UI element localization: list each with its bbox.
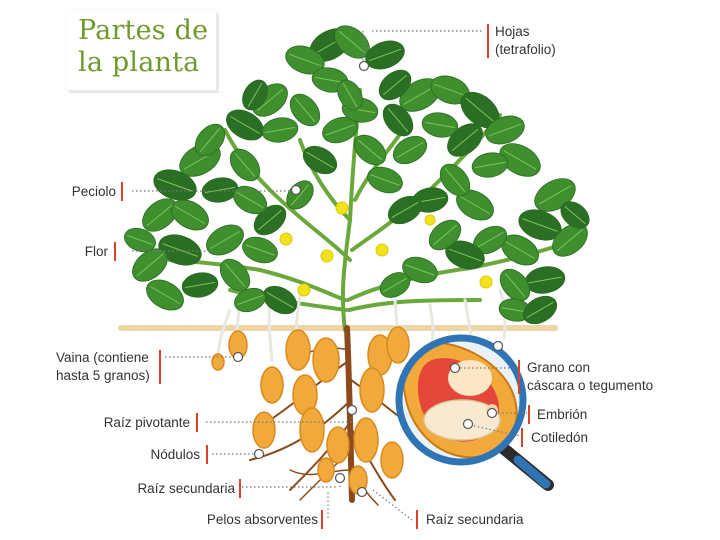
title-line-1: Partes de — [78, 15, 209, 46]
leaf-vein — [288, 53, 322, 67]
leaf-vein — [451, 128, 479, 152]
label-flor: Flor — [84, 244, 108, 259]
marker-dots — [232, 60, 504, 498]
leaf-vein — [290, 184, 310, 206]
label-embrion: Embrión — [537, 407, 588, 422]
leaf-vein — [444, 167, 466, 193]
leaf-vein — [460, 196, 490, 214]
label-cotiledon: Cotiledón — [531, 430, 589, 445]
leaf-vein — [245, 244, 275, 256]
leaf-vein — [136, 253, 164, 277]
leaf-vein — [306, 151, 334, 169]
leaf-vein — [504, 272, 526, 298]
leaf-vein — [314, 76, 346, 84]
leaf-vein — [433, 83, 467, 97]
hojas-tick — [487, 24, 489, 58]
raiz-secundaria-left-tick — [239, 479, 241, 498]
magnifier — [395, 334, 554, 491]
nodulos-tick — [206, 445, 208, 464]
leaf-vein — [210, 231, 240, 249]
leaf-vein — [505, 241, 535, 259]
leaf-vein — [150, 286, 180, 304]
leaf-vein — [204, 186, 236, 194]
flor-tick — [114, 242, 116, 261]
label-raiz-pivotante: Raíz pivotante — [103, 415, 190, 430]
leaf-vein — [175, 206, 205, 224]
leaf-vein — [405, 264, 435, 276]
leaf-vein — [357, 139, 383, 161]
vaina-tick — [159, 350, 161, 384]
title-line-2: la planta — [78, 47, 200, 78]
leaf-vein — [391, 201, 419, 219]
leaf-vein — [237, 294, 263, 306]
leaf-vein — [556, 228, 584, 252]
leader-lines — [132, 30, 527, 521]
leaf-vein — [294, 97, 316, 123]
leaf-vein — [264, 126, 296, 134]
leaf-vein — [564, 205, 586, 225]
pelos-absorventes-tick — [321, 510, 323, 529]
leaf-vein — [199, 127, 221, 153]
leaf-vein — [257, 209, 283, 231]
embrion-tick — [528, 405, 530, 424]
leaf-vein — [522, 218, 558, 232]
leaf-vein — [396, 141, 424, 159]
leaf-vein — [236, 191, 264, 209]
leaf-vein — [127, 234, 153, 246]
peanut-pods — [211, 326, 410, 495]
leaf-vein — [184, 281, 216, 289]
label-raiz-secundaria-left: Raíz secundaria — [137, 481, 235, 496]
leaf-vein — [526, 301, 554, 319]
leaf-vein — [528, 276, 562, 284]
label-peciolo: Peciolo — [71, 184, 116, 199]
leaf-vein — [256, 88, 284, 112]
leaf-vein — [234, 152, 256, 178]
leaf-vein — [162, 243, 198, 257]
label-grano-1: Grano con — [527, 360, 591, 375]
leaf-vein — [382, 277, 408, 293]
flowers — [279, 201, 493, 297]
leaf-vein — [157, 178, 193, 192]
raiz-secundaria-right-tick — [416, 510, 418, 529]
leaf-vein — [382, 74, 408, 96]
label-hojas: Hojas — [495, 24, 530, 39]
leaf-vein — [266, 291, 294, 309]
cotiledon-tick — [521, 428, 523, 447]
leaf-vein — [488, 123, 522, 137]
leaf-vein — [432, 224, 458, 246]
leaf-vein — [474, 161, 506, 169]
leaf-vein — [342, 82, 358, 108]
leaf-vein — [387, 107, 409, 133]
foliage — [124, 25, 590, 325]
leaf-vein — [368, 48, 402, 62]
label-grano-2: cáscara o tegumento — [527, 378, 654, 393]
leaf-vein — [325, 124, 355, 136]
leaf-vein — [503, 150, 537, 170]
grano-tick — [518, 360, 520, 394]
leaf-vein — [476, 231, 504, 249]
leaf-vein — [538, 185, 572, 205]
leaf-vein — [247, 82, 263, 108]
leaf-vein — [338, 30, 366, 54]
leaf-vein — [146, 203, 174, 227]
title-box: Partes de la planta — [66, 10, 216, 90]
label-pelos-absorventes: Pelos absorventes — [206, 512, 318, 527]
label-raiz-secundaria-right: Raíz secundaria — [426, 512, 524, 527]
label-vaina-1: Vaina (contiene — [56, 350, 149, 365]
label-nodulos: Nódulos — [150, 447, 200, 462]
leaf-vein — [424, 121, 456, 129]
leaf-vein — [370, 174, 400, 186]
peciolo-tick — [121, 182, 123, 201]
leaf-vein — [465, 97, 495, 123]
leaf-vein — [224, 262, 246, 288]
label-vaina-2: hasta 5 granos) — [56, 368, 150, 383]
label-hojas-sub: (tetrafolio) — [495, 42, 556, 57]
leaf-vein — [230, 116, 260, 134]
leaf-vein — [448, 248, 482, 262]
raiz-pivotante-tick — [196, 413, 198, 432]
soil-line — [118, 325, 558, 331]
